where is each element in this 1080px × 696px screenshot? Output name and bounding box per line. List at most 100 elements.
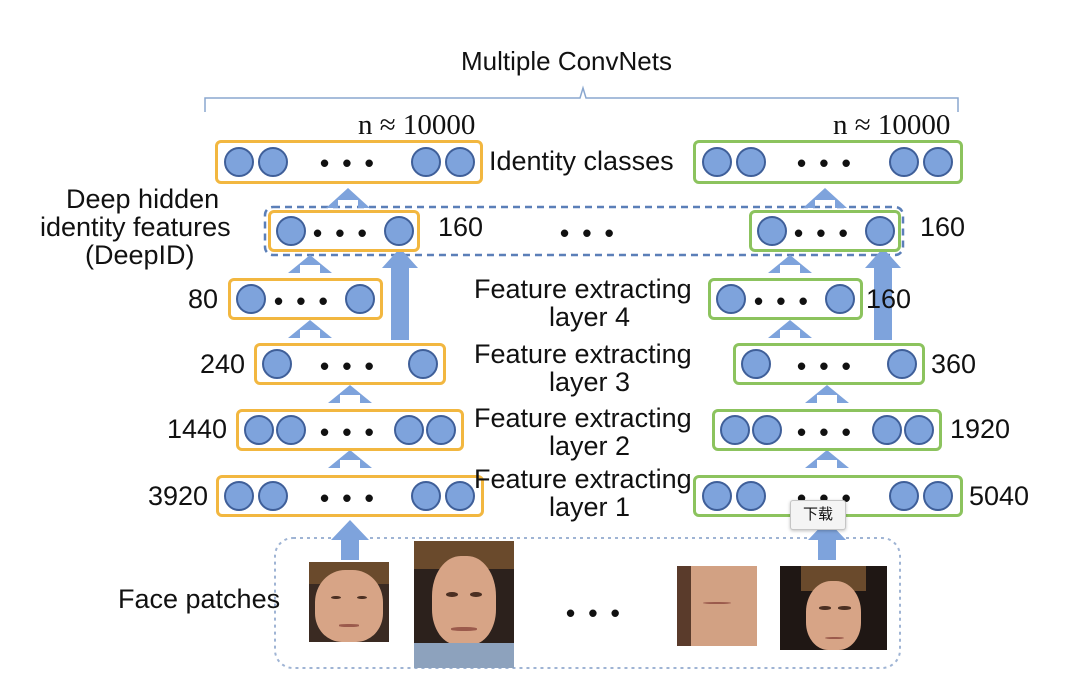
ellipsis: • • • (320, 417, 377, 447)
neuron-node (716, 284, 746, 314)
neuron-node (889, 147, 919, 177)
layer3-label-line1: Feature extracting (474, 339, 692, 369)
diagram-title: Multiple ConvNets (461, 46, 672, 76)
arrow-up (768, 320, 812, 338)
arrow-up (768, 255, 812, 273)
left-l3-size: 240 (200, 349, 246, 379)
left-l2-size: 1440 (167, 414, 228, 444)
arrow-up (328, 450, 372, 468)
download-tooltip: 下载 (790, 500, 846, 530)
neuron-node (445, 481, 475, 511)
deepid-dashed-box (263, 205, 905, 257)
face-patches-ellipsis: • • • (566, 598, 623, 628)
neuron-node (258, 147, 288, 177)
arrow-up (805, 385, 849, 403)
left-deepid-size: 160 (438, 212, 484, 242)
right-l4-size: 160 (866, 284, 912, 314)
arrow-up (805, 450, 849, 468)
ellipsis: • • • (794, 218, 851, 248)
right-deepid-size: 160 (920, 212, 966, 242)
neuron-node (244, 415, 274, 445)
layer2-label-line1: Feature extracting (474, 403, 692, 433)
neuron-node (904, 415, 934, 445)
input-arrow (808, 520, 846, 560)
ellipsis: • • • (320, 148, 377, 178)
neuron-node (276, 415, 306, 445)
neuron-node (445, 147, 475, 177)
skip-arrow (865, 248, 901, 340)
neuron-node (887, 349, 917, 379)
ellipsis: • • • (754, 286, 811, 316)
deepid-label-line1: Deep hidden (66, 184, 220, 214)
ellipsis: • • • (797, 417, 854, 447)
layer4-label-line2: layer 4 (549, 302, 631, 332)
skip-arrow (382, 248, 418, 340)
neuron-node (276, 216, 306, 246)
face-patch-image (780, 566, 887, 650)
neuron-node (394, 415, 424, 445)
face-patch-image (677, 566, 757, 646)
neuron-node (411, 147, 441, 177)
neuron-node (345, 284, 375, 314)
neuron-node (736, 481, 766, 511)
right-l3-size: 360 (931, 349, 977, 379)
arrow-up (328, 385, 372, 403)
neuron-node (236, 284, 266, 314)
neuron-node (872, 415, 902, 445)
ellipsis: • • • (797, 148, 854, 178)
ellipsis: • • • (274, 286, 331, 316)
right-n-label: n ≈ 10000 (833, 109, 951, 141)
neuron-node (923, 147, 953, 177)
left-l1-size: 3920 (148, 481, 209, 511)
layer2-label-line2: layer 2 (549, 431, 631, 461)
layer1-label-line2: layer 1 (549, 492, 631, 522)
layer1-label-line1: Feature extracting (474, 464, 692, 494)
ellipsis: • • • (313, 218, 370, 248)
neuron-node (262, 349, 292, 379)
input-arrow (331, 520, 369, 560)
ellipsis: • • • (320, 483, 377, 513)
neuron-node (258, 481, 288, 511)
arrow-up (288, 255, 332, 273)
layer4-label-line1: Feature extracting (474, 274, 692, 304)
neuron-node (752, 415, 782, 445)
arrow-up (326, 188, 370, 208)
right-l2-size: 1920 (950, 414, 1011, 444)
neuron-node (224, 147, 254, 177)
deepid-label-line3: (DeepID) (85, 240, 195, 270)
neuron-node (825, 284, 855, 314)
arrow-up (803, 188, 847, 208)
neuron-node (923, 481, 953, 511)
neuron-node (702, 481, 732, 511)
face-patches-dashed-box (274, 537, 901, 669)
left-l4-size: 80 (188, 284, 219, 314)
arrow-up (288, 320, 332, 338)
face-patch-image (414, 541, 514, 668)
neuron-node (408, 349, 438, 379)
neuron-node (426, 415, 456, 445)
deepid-label-line2: identity features (40, 212, 231, 242)
neuron-node (720, 415, 750, 445)
right-l1-size: 5040 (969, 481, 1030, 511)
neuron-node (384, 216, 414, 246)
ellipsis: • • • (797, 351, 854, 381)
layer3-label-line2: layer 3 (549, 367, 631, 397)
left-n-label: n ≈ 10000 (358, 109, 476, 141)
neuron-node (865, 216, 895, 246)
neuron-node (411, 481, 441, 511)
neuron-node (741, 349, 771, 379)
convnets-brace (204, 85, 959, 112)
face-patch-image (309, 562, 389, 642)
identity-classes-label: Identity classes (489, 146, 674, 176)
deepid-middle-ellipsis: • • • (560, 218, 617, 248)
neuron-node (889, 481, 919, 511)
ellipsis: • • • (320, 351, 377, 381)
neuron-node (224, 481, 254, 511)
neuron-node (702, 147, 732, 177)
right-layer2 (712, 409, 942, 451)
neuron-node (757, 216, 787, 246)
neuron-node (736, 147, 766, 177)
face-patches-label: Face patches (118, 584, 281, 614)
